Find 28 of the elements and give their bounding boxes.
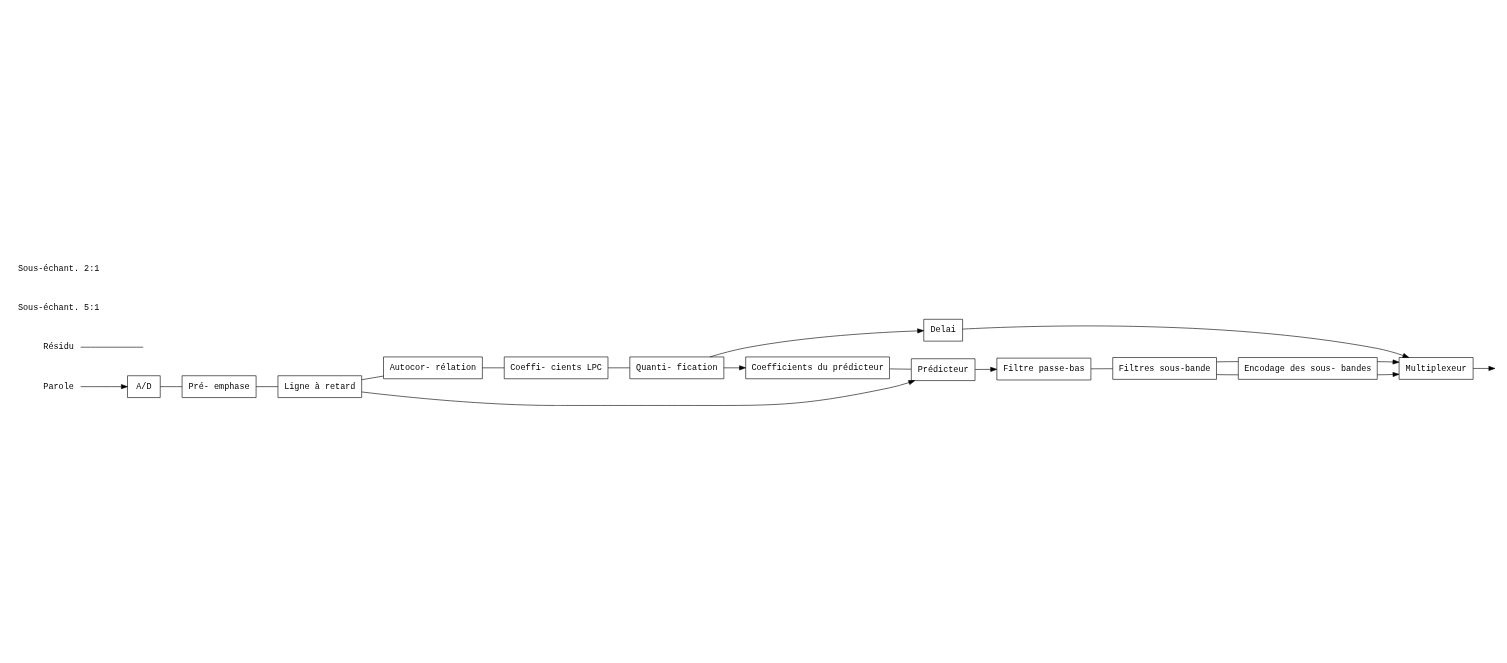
arrow xyxy=(1377,359,1400,365)
label: Sous-échant. 5:1 xyxy=(17,303,100,314)
arrow xyxy=(80,384,128,390)
node-box: Coeffi- cients LPC xyxy=(503,356,609,380)
arrow xyxy=(1377,372,1400,377)
node-text: Résidu xyxy=(43,342,74,353)
node-text: Parole xyxy=(43,381,74,392)
node-box: Encodage des sous- bandes xyxy=(1238,357,1378,380)
connector xyxy=(1216,374,1239,376)
node-box: Filtres sous-bande xyxy=(1112,357,1217,380)
node-box: Pré- emphase xyxy=(181,375,257,398)
label: Sous-échant. 2:1 xyxy=(17,263,100,274)
node-box: Multiplexeur xyxy=(1398,357,1474,380)
node-box: Coefficients du prédicteur xyxy=(745,356,890,380)
node-box: Quanti- fication xyxy=(629,356,725,380)
node-box: Delai xyxy=(923,319,963,342)
node-box: Filtre passe-bas xyxy=(996,357,1092,381)
node-box: Ligne à retard xyxy=(277,375,362,398)
node-box: Prédicteur xyxy=(911,358,976,381)
node-box: A/D xyxy=(127,375,161,398)
arrow xyxy=(709,328,924,358)
arrow xyxy=(962,325,1410,358)
arrow xyxy=(361,380,916,406)
arrow xyxy=(1472,366,1496,371)
connector xyxy=(361,375,384,380)
arrow xyxy=(974,366,998,372)
arrow xyxy=(723,365,746,371)
node-box: Autocor- rélation xyxy=(383,356,483,380)
